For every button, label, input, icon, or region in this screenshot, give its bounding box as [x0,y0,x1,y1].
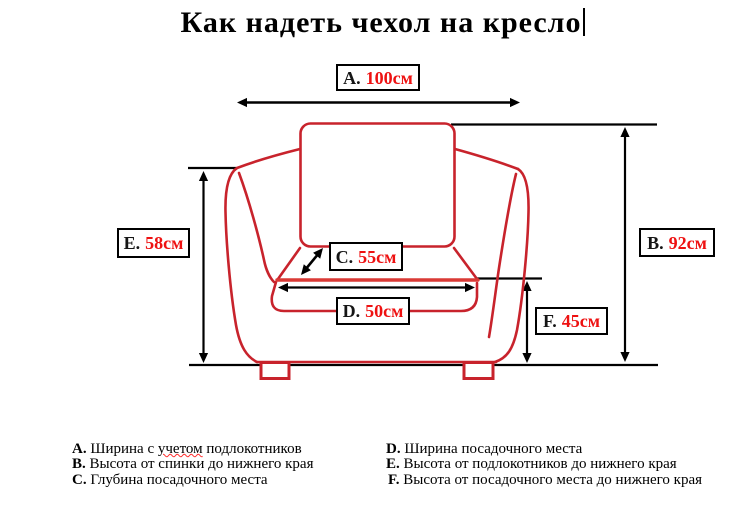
measurement-label-f[interactable]: F. 45см [535,307,608,335]
title-text: Как надеть чехол на кресло [180,6,582,39]
measurement-letter-d: D. [342,301,361,321]
measurement-value-e: 58см [145,233,184,253]
legend-text-c: Глубина посадочного места [90,471,268,488]
measurement-label-b[interactable]: B. 92см [639,228,715,257]
arrow-e-head-bottom [198,353,209,363]
measurement-lines [188,97,658,367]
chair-foot-right [462,361,495,380]
chair-seat-side-right [452,246,479,281]
text-cursor [582,8,585,36]
arrow-f-head-bottom [522,353,532,363]
legend-letter-f: F. [388,471,400,488]
legend-text-a-pre: Ширина с [90,441,158,457]
chair-foot-left [259,361,291,380]
chair-right-armrest-inner [487,172,518,339]
chair-seat-side-left [276,246,302,281]
legend-item-e[interactable]: E. Высота от подлокотников до нижнего кр… [386,457,702,472]
measurement-value-f: 45см [561,311,601,331]
legend-letter-a: A. [72,441,87,457]
arrow-a-head-right [510,97,520,108]
arrow-c-head-bottom [301,264,311,275]
legend-letter-d: D. [386,441,401,457]
arrow-f-head-top [522,281,532,291]
measurement-value-c: 55см [358,246,397,267]
legend-left-column: A. Ширина с учетом подлокотников B. Высо… [72,441,313,488]
measurement-letter-f: F. [542,311,557,331]
legend-item-d[interactable]: D. Ширина посадочного места [386,441,702,457]
page-title[interactable]: Как надеть чехол на кресло [9,6,747,40]
chair-back-slope-right [453,147,520,171]
measurement-letter-c: C. [335,246,354,267]
arrow-b-head-bottom [620,352,630,362]
legend-text-a-post: подлокотников [202,441,302,457]
legend-text-d: Ширина посадочного места [404,441,583,457]
legend-item-a[interactable]: A. Ширина с учетом подлокотников [72,441,313,457]
arrow-a-head-left [237,97,247,108]
measurement-value-b: 92см [668,232,707,253]
chair-left-armrest-outer [224,166,259,364]
measurement-label-d[interactable]: D. 50см [336,297,410,325]
armchair-outline [224,122,530,380]
arrow-c-shaft [303,252,321,271]
arrow-d-head-left [278,282,288,293]
measurement-letter-e: E. [123,233,141,253]
legend-item-c[interactable]: C. Глубина посадочного места [72,471,313,488]
legend-text-e: Высота от подлокотников до нижнего края [403,456,677,473]
arrow-e-head-top [198,171,209,181]
measurement-value-d: 50см [365,301,404,321]
chair-right-armrest-outer [493,167,530,364]
arrow-d-head-right [465,282,475,293]
measurement-label-a[interactable]: A. 100см [336,64,420,91]
legend-text-b: Высота от спинки до нижнего края [89,456,314,473]
measurement-letter-b: B. [647,232,664,253]
measurement-letter-a: A. [343,67,361,88]
arrow-b-head-top [620,127,630,137]
legend-letter-c: C. [72,471,87,488]
legend-text-a-misspelled: учетом [157,441,203,457]
legend-right-column: D. Ширина посадочного места E. Высота от… [386,441,703,488]
chair-back-cushion [299,122,456,248]
legend-letter-e: E. [386,456,400,473]
legend-item-b[interactable]: B. Высота от спинки до нижнего края [72,457,313,472]
chair-back-slope-left [235,147,302,170]
legend-text-f: Высота от посадочного места до нижнего к… [403,471,703,488]
measurement-label-e[interactable]: E. 58см [117,228,190,258]
legend-item-f[interactable]: F. Высота от посадочного места до нижнег… [386,471,703,488]
measurement-value-a: 100см [365,67,413,88]
arrow-c-head-top [313,248,323,259]
measurement-label-c[interactable]: C. 55см [329,242,403,271]
chair-left-armrest-inner [237,171,276,284]
legend-letter-b: B. [72,456,86,473]
